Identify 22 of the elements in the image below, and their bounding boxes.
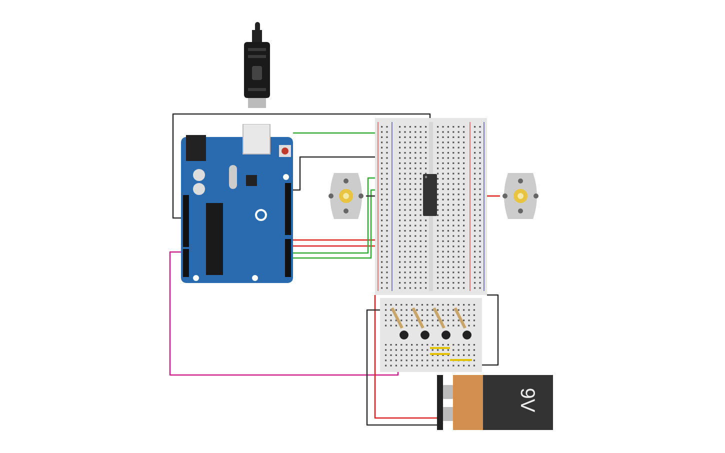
battery-drawing bbox=[437, 375, 553, 430]
wire bbox=[172, 113, 431, 219]
small-breadboard-drawing bbox=[380, 298, 482, 372]
dc-motor-drawing bbox=[500, 171, 541, 221]
breadboard-drawing bbox=[375, 118, 487, 295]
battery-label: 9V bbox=[515, 388, 540, 412]
wire bbox=[169, 251, 399, 376]
wire bbox=[366, 195, 375, 197]
wire bbox=[293, 177, 375, 254]
wire bbox=[487, 195, 500, 197]
wire bbox=[293, 245, 375, 247]
wire bbox=[293, 189, 375, 259]
wire bbox=[293, 239, 375, 241]
microcontroller-board-drawing bbox=[181, 124, 293, 283]
wire bbox=[482, 294, 499, 366]
chip-drawing bbox=[423, 174, 437, 216]
wire bbox=[293, 132, 375, 134]
wire bbox=[366, 309, 437, 426]
usb-cable-drawing bbox=[243, 22, 271, 108]
wire bbox=[293, 156, 375, 191]
dc-motor-drawing bbox=[326, 171, 366, 221]
wire bbox=[374, 295, 437, 419]
